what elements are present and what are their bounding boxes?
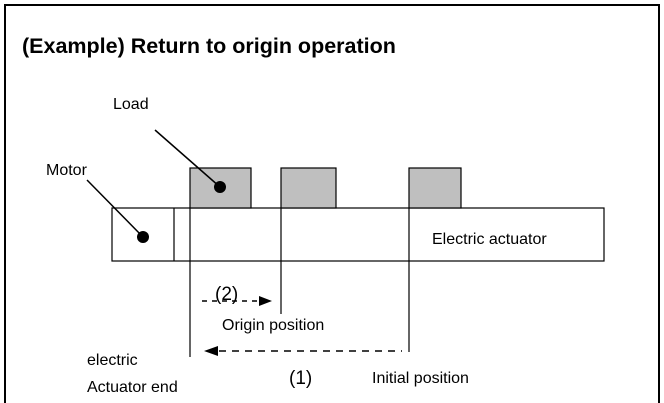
initial-position-label: Initial position: [372, 370, 469, 387]
actuator-label: Electric actuator: [432, 231, 547, 248]
motor-label: Motor: [46, 162, 87, 179]
actuator-end-label-line2: Actuator end: [87, 379, 178, 396]
motor-leader-line: [86, 179, 144, 238]
arrow-2-head: [259, 296, 272, 306]
load-block-initial: [408, 167, 462, 209]
load-label: Load: [113, 96, 149, 113]
load-block-origin: [280, 167, 337, 209]
actuator-body: [111, 207, 605, 262]
step-2-label: (2): [215, 284, 239, 305]
outer-border: [4, 4, 660, 403]
origin-position-label: Origin position: [222, 317, 325, 334]
diagram-title: (Example) Return to origin operation: [22, 34, 396, 58]
load-leader-line: [154, 129, 221, 188]
step-1-label: (1): [289, 368, 313, 389]
arrow-1-head: [204, 346, 218, 356]
actuator-end-label-line1: electric: [87, 352, 138, 369]
